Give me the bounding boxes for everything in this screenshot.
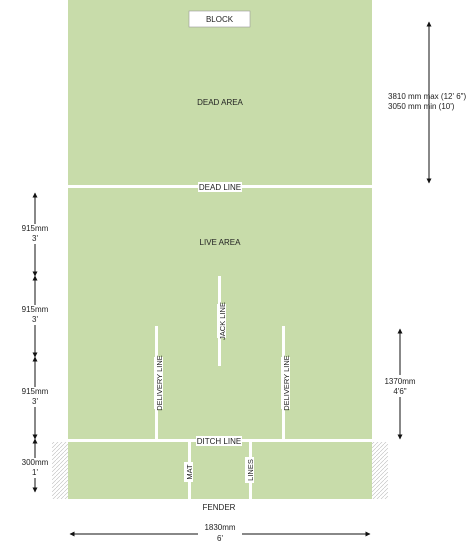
- delivery-mm-label: 1370mm: [384, 377, 415, 386]
- lines-label-bg: [245, 457, 254, 483]
- seg1-mm-label: 915mm: [22, 224, 49, 233]
- ditch-edge-left: [52, 440, 68, 504]
- dead-area-max-label: 3810 mm max (12' 6"): [388, 92, 467, 101]
- ditch-line-label: DITCH LINE: [197, 437, 241, 446]
- delivery-ft-label: 4'6": [393, 387, 406, 396]
- seg3-ft-label: 3': [32, 397, 38, 406]
- ditch-surface: [68, 442, 372, 499]
- seg4-ft-label: 1': [32, 468, 38, 477]
- mat-label: MAT: [185, 464, 194, 480]
- fender-label: FENDER: [203, 503, 236, 512]
- dead-area-label: DEAD AREA: [197, 98, 243, 107]
- block-box: [188, 10, 251, 28]
- seg4-label-bg: [18, 458, 48, 478]
- lines-label: LINES: [246, 459, 255, 481]
- seg2-label-bg: [18, 305, 48, 325]
- delivery-line-right-label: DELIVERY LINE: [282, 355, 291, 411]
- fender-box: [52, 499, 388, 516]
- seg1-ft-label: 3': [32, 234, 38, 243]
- delivery-line-left-label-bg: [154, 357, 163, 409]
- live-area-label: LIVE AREA: [200, 238, 242, 247]
- width-label-bg: [198, 521, 242, 543]
- delivery-label-bg: [380, 375, 420, 397]
- width-ft-label: 6': [217, 534, 223, 543]
- dead-line-label-bg: [198, 182, 242, 192]
- delivery-line-left-label: DELIVERY LINE: [155, 355, 164, 411]
- rink-surface: [68, 0, 372, 442]
- delivery-line-right-label-bg: [281, 357, 290, 409]
- ditch-line-label-bg: [196, 436, 242, 446]
- seg3-mm-label: 915mm: [22, 387, 49, 396]
- block-label: BLOCK: [206, 15, 234, 24]
- seg2-ft-label: 3': [32, 315, 38, 324]
- dead-area-min-label: 3050 mm min (10'): [388, 102, 455, 111]
- seg3-label-bg: [18, 387, 48, 407]
- jack-line-label: JACK LINE: [218, 302, 227, 340]
- mat-label-bg: [184, 462, 193, 482]
- jack-line-label-bg: [217, 304, 226, 338]
- dead-line-label: DEAD LINE: [199, 183, 241, 192]
- seg4-mm-label: 300mm: [22, 458, 49, 467]
- seg2-mm-label: 915mm: [22, 305, 49, 314]
- width-mm-label: 1830mm: [204, 523, 235, 532]
- seg1-label-bg: [18, 224, 48, 244]
